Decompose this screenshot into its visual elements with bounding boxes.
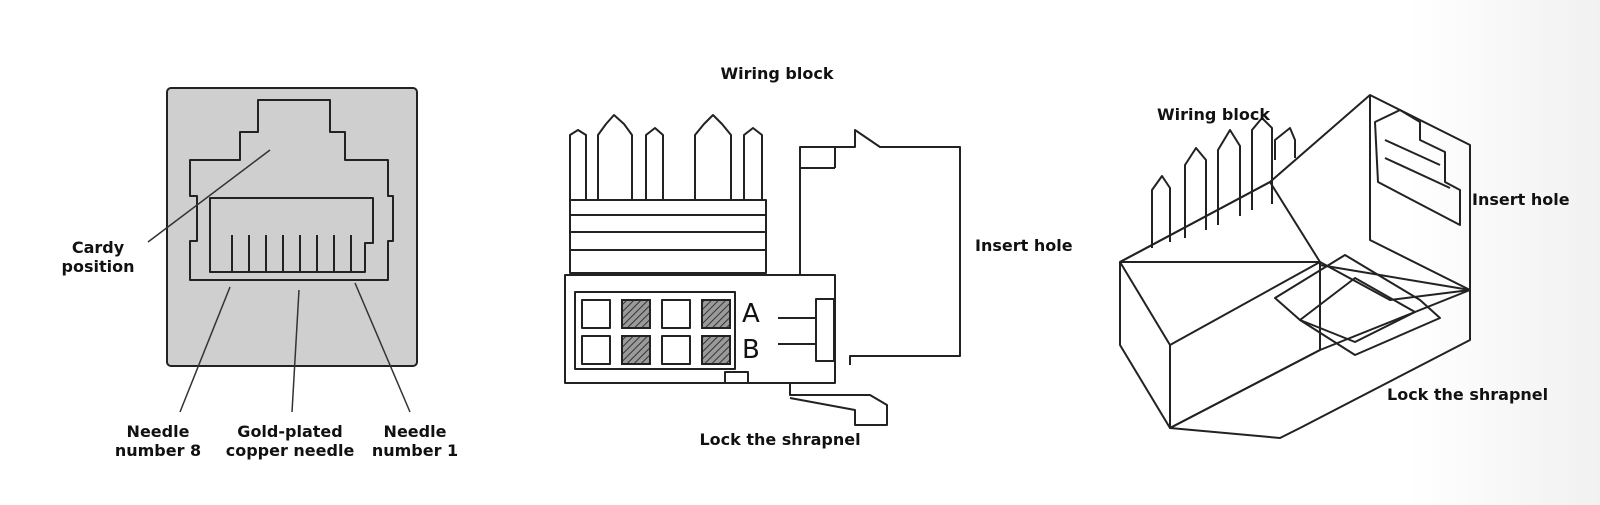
cardy-position-label: Cardy position [61, 238, 135, 276]
iso-insert-hole-label: Insert hole [1472, 190, 1570, 209]
side-wiring-block-label: Wiring block [720, 64, 834, 83]
needle-number-8-label: Needle number 8 [114, 422, 202, 460]
side-insert-hole-label: Insert hole [975, 236, 1073, 255]
iso-wiring-block-label: Wiring block [1157, 105, 1270, 124]
gold-pins [231, 235, 352, 272]
front-view-drawing [147, 87, 418, 413]
row-b-letter: B [742, 335, 760, 365]
row-a-letter: A [742, 299, 760, 329]
gold-plated-needle-label: Gold-plated copper needle [225, 422, 355, 460]
iso-view-drawing [1119, 94, 1471, 439]
needle-number-1-label: Needle number 1 [371, 422, 459, 460]
iso-lock-shrapnel-label: Lock the shrapnel [1387, 385, 1549, 404]
side-view-drawing [564, 114, 961, 426]
side-lock-shrapnel-label: Lock the shrapnel [699, 430, 861, 449]
